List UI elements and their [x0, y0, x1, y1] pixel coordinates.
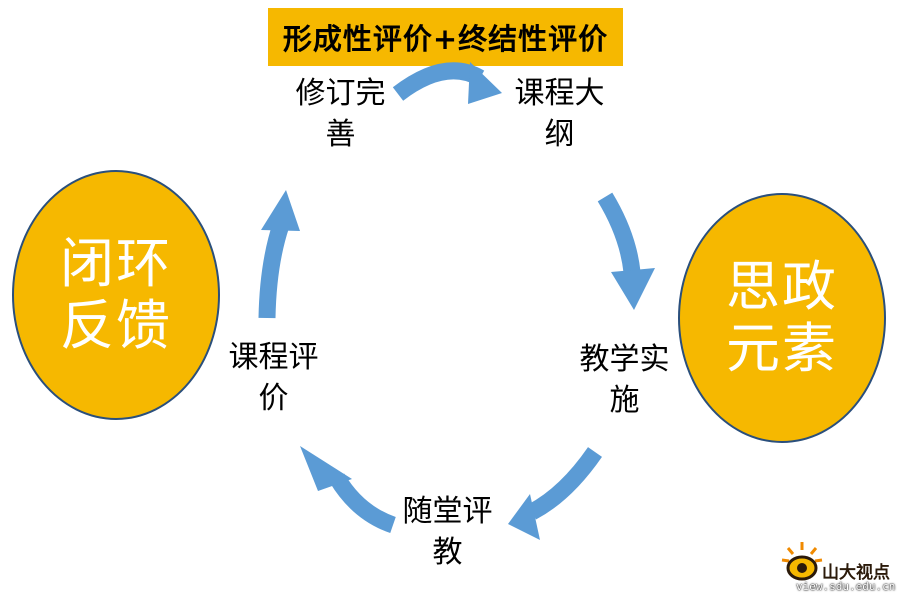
evaluation-header: 形成性评价+终结性评价	[268, 8, 623, 66]
watermark-logo-icon	[781, 542, 823, 581]
arrow-course-eval-to-revise	[258, 190, 300, 319]
evaluation-header-label: 形成性评价+终结性评价	[282, 22, 609, 56]
node-revise-improve: 修订完 善	[295, 76, 386, 152]
closed-loop-feedback-circle: 闭环 反馈	[12, 170, 220, 420]
node-course-syllabus: 课程大 纲	[514, 76, 605, 152]
node-course-evaluation: 课程评 价	[228, 340, 319, 416]
ideological-elements-label: 思政 元素	[726, 254, 838, 380]
arrow-syllabus-to-teaching	[597, 192, 655, 310]
arrow-revise-to-syllabus	[392, 62, 502, 104]
watermark-url: view.sdu.edu.cn	[796, 580, 896, 593]
ideological-elements-circle: 思政 元素	[678, 193, 886, 443]
closed-loop-feedback-label: 闭环 反馈	[60, 231, 172, 357]
arrow-classroom-eval-to-course-eval	[300, 446, 397, 534]
watermark-name: 山大视点	[822, 563, 890, 583]
node-classroom-evaluation: 随堂评 教	[402, 494, 493, 570]
node-teaching-implementation: 教学实 施	[579, 342, 670, 418]
watermark: 山大视点 view.sdu.edu.cn	[778, 538, 896, 598]
arrow-teaching-to-classroom-eval	[508, 447, 602, 540]
